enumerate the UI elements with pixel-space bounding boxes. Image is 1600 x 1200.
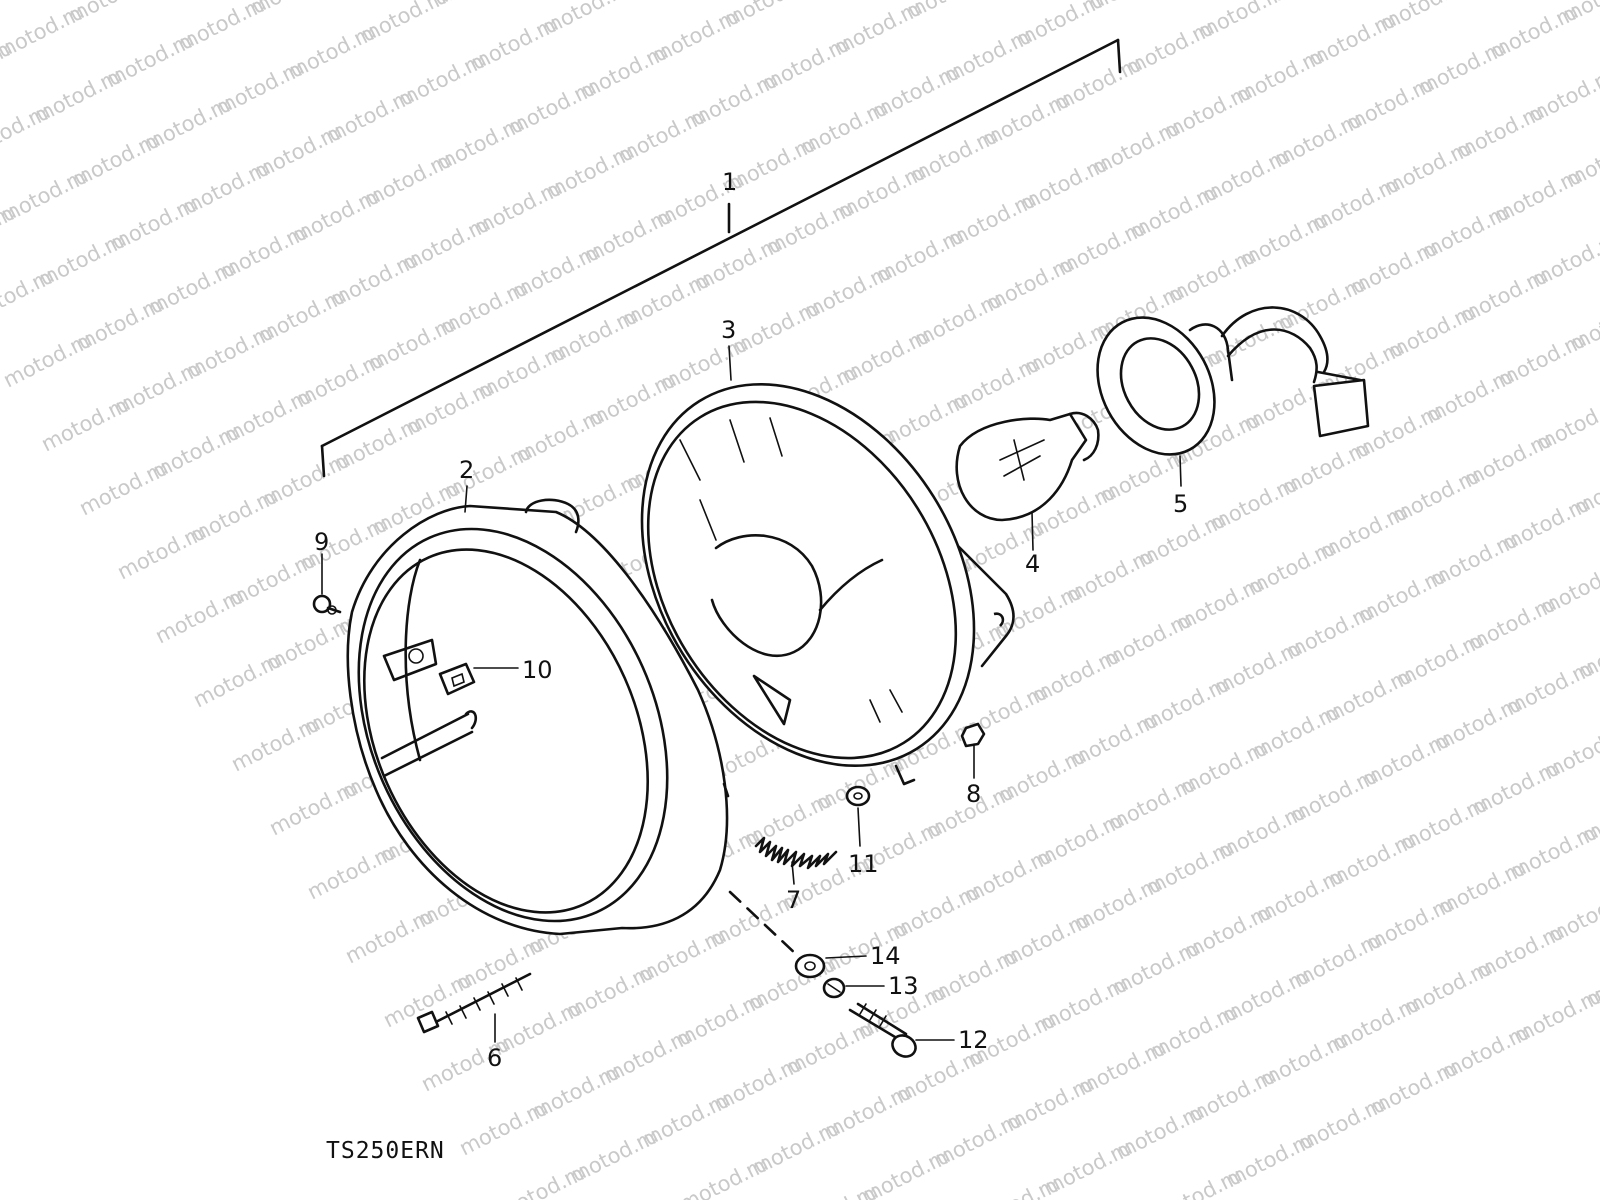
lock-washer-13 xyxy=(822,977,846,999)
washer-14 xyxy=(794,953,826,979)
callout-5: 5 xyxy=(1173,490,1188,518)
assembly-bracket xyxy=(320,38,1122,478)
washer-11 xyxy=(845,785,871,807)
callout-11: 11 xyxy=(848,850,879,878)
adjusting-screw xyxy=(416,972,532,1034)
adjusting-spring xyxy=(754,836,838,870)
grommet xyxy=(438,662,476,696)
nut xyxy=(960,722,986,748)
bolt-12 xyxy=(848,1002,917,1058)
callout-13: 13 xyxy=(888,972,919,1000)
callout-1: 1 xyxy=(722,168,737,196)
callout-4: 4 xyxy=(1025,550,1040,578)
callout-3: 3 xyxy=(721,316,736,344)
model-code: TS250ERN xyxy=(326,1138,445,1164)
rim-screw xyxy=(312,594,342,615)
headlight-bulb xyxy=(955,411,1100,522)
bulb-socket xyxy=(1096,306,1370,456)
callout-7: 7 xyxy=(786,886,801,914)
callout-8: 8 xyxy=(966,780,981,808)
callout-10: 10 xyxy=(522,656,553,684)
callout-9: 9 xyxy=(314,528,329,556)
headlight-lens xyxy=(640,382,1015,786)
callout-6: 6 xyxy=(487,1044,502,1072)
leader-lines xyxy=(321,345,1182,1043)
callout-2: 2 xyxy=(459,456,474,484)
headlight-rim xyxy=(346,498,730,936)
callout-14: 14 xyxy=(870,942,901,970)
callout-12: 12 xyxy=(958,1026,989,1054)
callout-labels: 1 2 3 4 5 6 7 8 9 10 11 12 13 14 xyxy=(314,168,1188,1072)
